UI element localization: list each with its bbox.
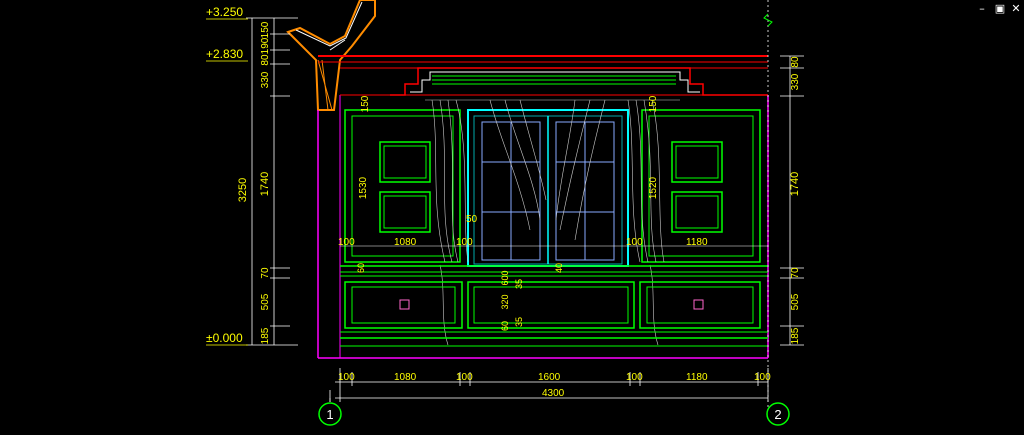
dado-cabinets xyxy=(340,265,768,347)
dim-right-panel-top: 150 xyxy=(648,95,659,112)
dim-cabinet-35-a: 35 xyxy=(514,279,524,289)
dim-bottom-100-d: 100 xyxy=(754,372,771,383)
elevation-top: +3.250 xyxy=(206,5,243,19)
dim-left-330: 330 xyxy=(260,71,271,88)
grid-bubble-1: 1 xyxy=(318,398,342,426)
dim-left-190: 190 xyxy=(260,37,271,54)
dim-left-panel-top: 150 xyxy=(360,95,371,112)
grid-label-2: 2 xyxy=(774,407,781,422)
dim-left-80: 80 xyxy=(260,54,271,66)
window-frame xyxy=(467,109,629,267)
dim-right-505: 505 xyxy=(790,293,801,310)
dim-right-1740: 1740 xyxy=(789,172,801,196)
dim-right-panel-height: 1520 xyxy=(648,176,659,199)
dim-row-100-b: 100 xyxy=(456,237,473,248)
dim-right-80: 80 xyxy=(790,56,801,68)
dim-cabinet-60-b: 60 xyxy=(500,321,510,331)
bottom-dimension-lines xyxy=(329,368,769,402)
right-wall-panel xyxy=(641,109,761,263)
dim-bottom-100-b: 100 xyxy=(456,372,473,383)
dim-row-1180: 1180 xyxy=(686,237,708,248)
dim-bottom-1080: 1080 xyxy=(394,372,417,383)
dim-left-70: 70 xyxy=(260,267,271,279)
restore-button[interactable]: ▣ xyxy=(994,2,1006,15)
minimize-button[interactable]: – xyxy=(979,2,985,15)
left-wall-panel xyxy=(344,109,461,263)
dim-left-185: 185 xyxy=(260,327,271,344)
dim-bottom-100-c: 100 xyxy=(626,372,643,383)
break-mark xyxy=(763,13,773,27)
dim-bottom-1600: 1600 xyxy=(538,372,561,383)
elevation-mid: +2.830 xyxy=(206,47,243,61)
dim-cabinet-600: 600 xyxy=(500,270,510,285)
dim-window-frame: 50 xyxy=(466,214,478,225)
dim-left-505: 505 xyxy=(260,293,271,310)
dim-cabinet-60: 60 xyxy=(356,263,366,273)
dim-bottom-total: 4300 xyxy=(542,388,565,399)
crown-molding xyxy=(318,55,768,96)
dim-right-185: 185 xyxy=(790,327,801,344)
elevation-floor: ±0.000 xyxy=(206,331,243,345)
dim-left-total: 3250 xyxy=(237,178,249,202)
left-dimension-lines xyxy=(246,17,298,346)
dim-bottom-100-a: 100 xyxy=(338,372,355,383)
dim-right-70: 70 xyxy=(790,267,801,279)
close-button[interactable]: ✕ xyxy=(1011,2,1021,15)
dim-cabinet-320: 320 xyxy=(500,294,510,309)
dim-sill: 40 xyxy=(554,263,564,273)
dim-row-100-a: 100 xyxy=(338,237,355,248)
right-dimension-lines xyxy=(767,0,804,410)
dim-cabinet-35-b: 35 xyxy=(514,317,524,327)
dim-right-330: 330 xyxy=(790,73,801,90)
grid-bubble-2: 2 xyxy=(766,402,790,426)
dim-left-panel-height: 1530 xyxy=(358,176,369,199)
dim-bottom-1180: 1180 xyxy=(686,372,708,383)
dim-row-1080: 1080 xyxy=(394,237,417,248)
grid-label-1: 1 xyxy=(326,407,333,422)
dim-row-100-c: 100 xyxy=(626,237,643,248)
dim-left-150: 150 xyxy=(260,21,271,38)
wall-outline xyxy=(317,95,769,359)
dim-left-1740: 1740 xyxy=(259,172,271,196)
